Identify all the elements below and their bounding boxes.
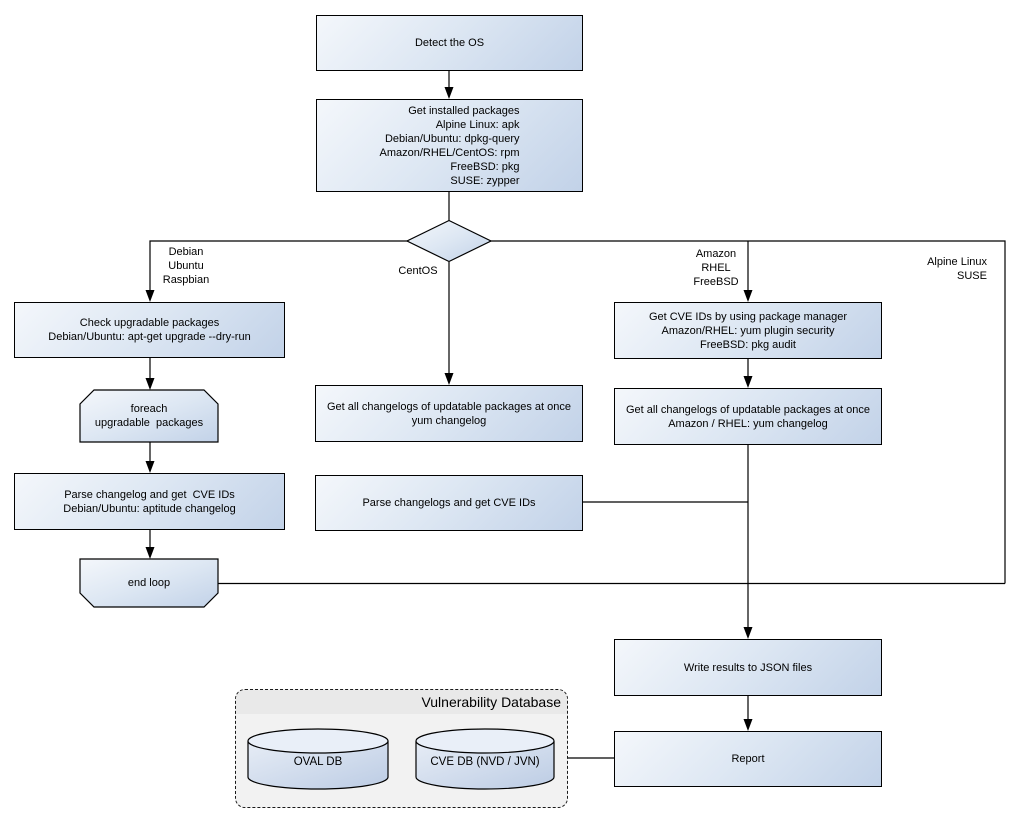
node-foreach-upgradable-packages: foreach upgradable packages xyxy=(94,403,204,429)
oval-db-label: OVAL DB xyxy=(293,756,343,768)
vulnerability-database-title: Vulnerability Database xyxy=(421,694,561,710)
cve-db-cylinder xyxy=(415,728,555,790)
branch-label-centos: CentOS xyxy=(398,265,438,277)
node-check-upgradable-packages: Check upgradable packages Debian/Ubuntu:… xyxy=(14,302,285,358)
node-report: Report xyxy=(614,731,882,787)
node-write-results-json: Write results to JSON files xyxy=(614,639,882,696)
connectors xyxy=(149,71,1006,759)
oval-db-cylinder xyxy=(247,728,389,790)
node-get-changelogs-amazon-rhel: Get all changelogs of updatable packages… xyxy=(614,388,882,445)
node-end-loop: end loop xyxy=(127,577,171,589)
node-parse-changelog-debian: Parse changelog and get CVE IDs Debian/U… xyxy=(14,473,285,530)
cve-db-label: CVE DB (NVD / JVN) xyxy=(430,756,540,768)
node-get-changelogs-yum: Get all changelogs of updatable packages… xyxy=(315,385,583,442)
foreach-loop-shape xyxy=(79,389,219,443)
node-detect-os: Detect the OS xyxy=(316,15,583,71)
node-get-installed-packages: Get installed packages Alpine Linux: apk… xyxy=(316,99,583,192)
vulnerability-database-title-strip xyxy=(236,690,567,714)
branch-label-alpine-suse: Alpine Linux SUSE xyxy=(927,256,987,282)
node-get-cve-ids-package-manager: Get CVE IDs by using package manager Ama… xyxy=(614,302,882,359)
decision-diamond xyxy=(405,219,493,263)
arrowheads xyxy=(145,87,753,731)
end-loop-shape xyxy=(79,558,219,608)
branch-label-debian-ubuntu-raspbian: Debian Ubuntu Raspbian xyxy=(162,246,210,286)
node-parse-changelogs-yum: Parse changelogs and get CVE IDs xyxy=(315,475,583,531)
branch-label-amazon-rhel-freebsd: Amazon RHEL FreeBSD xyxy=(693,248,739,288)
